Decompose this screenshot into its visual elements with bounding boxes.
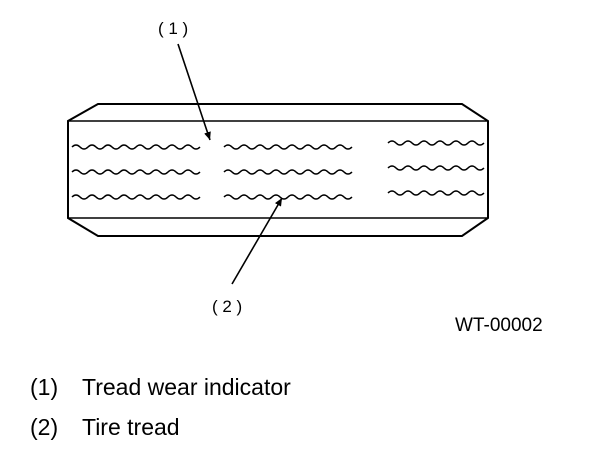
tire-outline bbox=[67, 103, 489, 237]
legend-label: Tire tread bbox=[82, 414, 180, 440]
callout-1-label: ( 1 ) bbox=[158, 19, 188, 38]
callout-2-label: ( 2 ) bbox=[212, 297, 242, 316]
figure-code: WT-00002 bbox=[455, 315, 543, 336]
tread-groove bbox=[71, 194, 201, 200]
tread-groove bbox=[223, 169, 353, 175]
legend-number: (2) bbox=[30, 414, 59, 440]
legend-item: (2) Tire tread bbox=[30, 414, 291, 454]
legend: (1) Tread wear indicator (2) Tire tread bbox=[30, 374, 291, 454]
tire-tread-diagram: ( 1 ) ( 2 ) WT-00002 bbox=[67, 19, 543, 336]
tread-groove bbox=[223, 194, 353, 200]
tread-groove bbox=[387, 165, 485, 171]
callout-1-arrow bbox=[177, 43, 211, 141]
tread-groove bbox=[223, 144, 353, 150]
tire-tread-grooves bbox=[71, 140, 485, 200]
callout-2-arrow bbox=[231, 197, 283, 285]
tread-groove bbox=[387, 190, 485, 196]
tread-groove bbox=[71, 169, 201, 175]
legend-item: (1) Tread wear indicator bbox=[30, 374, 291, 414]
tread-groove bbox=[71, 144, 201, 150]
legend-number: (1) bbox=[30, 374, 59, 400]
tread-groove bbox=[387, 140, 485, 146]
legend-label: Tread wear indicator bbox=[82, 374, 291, 400]
